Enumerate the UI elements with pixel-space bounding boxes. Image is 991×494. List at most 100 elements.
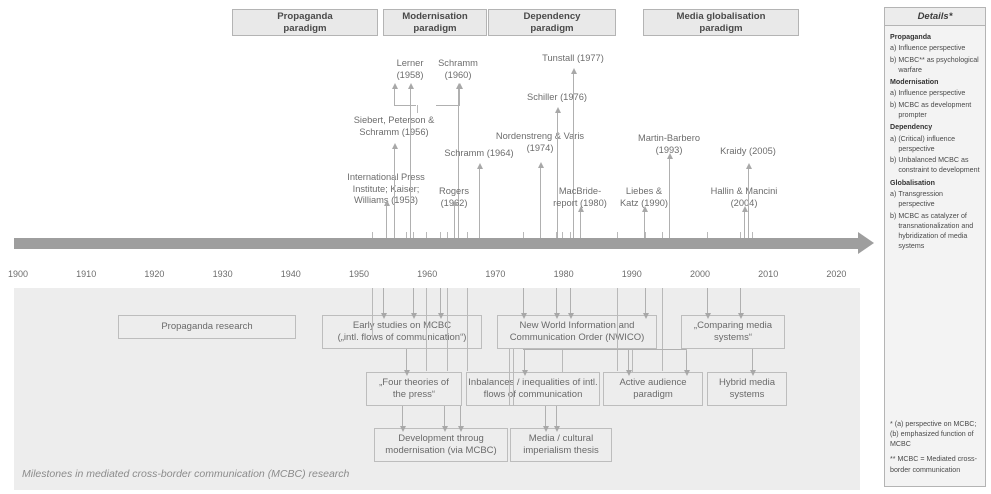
strand-guide-1 [426,288,427,371]
milestone-label-nordenstreng: Nordenstreng & Varis(1974) [495,131,585,153]
details-item-key: a) [890,134,897,143]
strand-box-inbalances: Inbalances / inequalities of intl.flows … [466,372,600,406]
details-item-text: Influence perspective [898,44,966,53]
details-item-2-1: b)Unbalanced MCBC as constraint to devel… [890,155,980,176]
milestone-guide-2 [413,232,414,238]
milestone-label-schiller: Schiller (1976) [527,92,587,102]
details-item-text: MCBC** as psychological warfare [898,55,979,74]
details-item-text: (Critical) influence perspective [898,134,956,153]
details-item-key: a) [890,44,897,53]
strand-guide-8 [513,349,514,406]
axis-tick-1970: 1970 [485,269,506,279]
milestone-label-kraidy: Kraidy (2005) [720,146,776,156]
details-item-1-0: a)Influence perspective [890,88,980,98]
milestone-arrow-nordenstreng [537,162,544,238]
milestone-guide-6 [467,232,468,238]
axis-tick-1910: 1910 [76,269,97,279]
milestone-guide-13 [662,232,663,238]
milestone-guide-4 [440,232,441,238]
milestone-guide-10 [570,232,571,238]
milestone-guide-3 [426,232,427,238]
strand-arrow-15 [441,406,448,432]
details-item-key: a) [890,189,897,198]
figure-caption: Milestones in mediated cross-border comm… [22,468,350,480]
details-item-text: Unbalanced MCBC as constraint to develop… [898,156,980,175]
milestone-arrow-liebes [641,206,648,238]
strand-guide-3 [467,288,468,371]
milestone-label-martin: Martin-Barbero(1993) [637,133,700,155]
strand-guide-9 [632,349,633,372]
timeline-axis [14,238,860,249]
details-footnote-0: * (a) perspective on MCBC; (b) emphasize… [890,419,977,449]
details-item-text: Influence perspective [898,89,966,98]
details-item-0-0: a)Influence perspective [890,43,980,53]
strand-box-early-studies: Early studies on MCBC(„intl. flows of co… [322,315,482,349]
strand-arrow-18 [553,406,560,432]
details-item-key: a) [890,89,897,98]
details-item-3-0: a)Transgression perspective [890,189,980,210]
strand-arrow-10 [521,349,528,376]
milestone-guide-8 [556,232,557,238]
strand-box-propaganda-research: Propaganda research [118,315,296,339]
milestone-label-hallin: Hallin & Mancini(2004) [710,186,778,208]
milestone-arrow-lerner [407,83,414,238]
connector-siebert-schramm [436,105,460,106]
strand-guide-2 [447,288,448,371]
strand-arrow-1 [410,288,417,319]
milestone-arrow-schramm64 [476,163,483,238]
details-item-key: b) [890,100,897,109]
connector-comparing-feeder [523,349,686,350]
details-item-0-1: b)MCBC** as psychological warfare [890,55,980,76]
details-heading-2: Dependency [890,123,933,132]
axis-tick-1940: 1940 [280,269,301,279]
strand-guide-4 [562,349,563,372]
milestone-guide-14 [707,232,708,238]
strand-arrow-0 [380,288,387,319]
axis-tick-2020: 2020 [826,269,847,279]
strand-arrow-12 [683,349,690,376]
milestone-guide-5 [447,232,448,238]
milestone-arrow-martin [666,153,673,238]
connector-siebert-stub [417,105,418,113]
details-item-2-0: a)(Critical) influence perspective [890,134,980,155]
milestone-guide-15 [740,232,741,238]
milestone-label-schramm60: Schramm(1960) [438,58,478,80]
details-item-text: MCBC as catalyzer of transnationalizatio… [898,211,974,251]
milestone-guide-1 [406,232,407,238]
milestone-arrow-ipi [383,200,390,238]
details-item-3-1: b)MCBC as catalyzer of transnationalizat… [890,211,980,252]
strand-arrow-6 [642,288,649,319]
axis-tick-1990: 1990 [621,269,642,279]
details-item-key: b) [890,211,897,220]
strand-arrow-9 [403,349,410,376]
milestone-guide-0 [372,232,373,238]
details-heading-1: Modernisation [890,78,939,87]
milestone-label-schramm64: Schramm (1964) [444,148,514,158]
milestone-label-macbride: MacBride-report (1980) [553,186,607,208]
milestone-label-lerner: Lerner(1958) [396,58,424,80]
milestone-label-liebes: Liebes &Katz (1990) [619,186,669,208]
milestone-guide-11 [617,232,618,238]
details-footnote-1: ** MCBC = Mediated cross-border communic… [890,455,977,474]
strand-arrow-17 [542,406,549,432]
connector-siebert-lerner [394,105,416,106]
connector-arrow-schramm [456,83,463,105]
axis-tick-1930: 1930 [212,269,233,279]
strand-arrow-3 [520,288,527,319]
milestone-guide-12 [645,232,646,238]
timeline-axis-arrow-icon [858,232,874,254]
details-item-1-1: b)MCBC as development prompter [890,100,980,121]
strand-guide-5 [617,288,618,371]
axis-tick-2010: 2010 [758,269,779,279]
